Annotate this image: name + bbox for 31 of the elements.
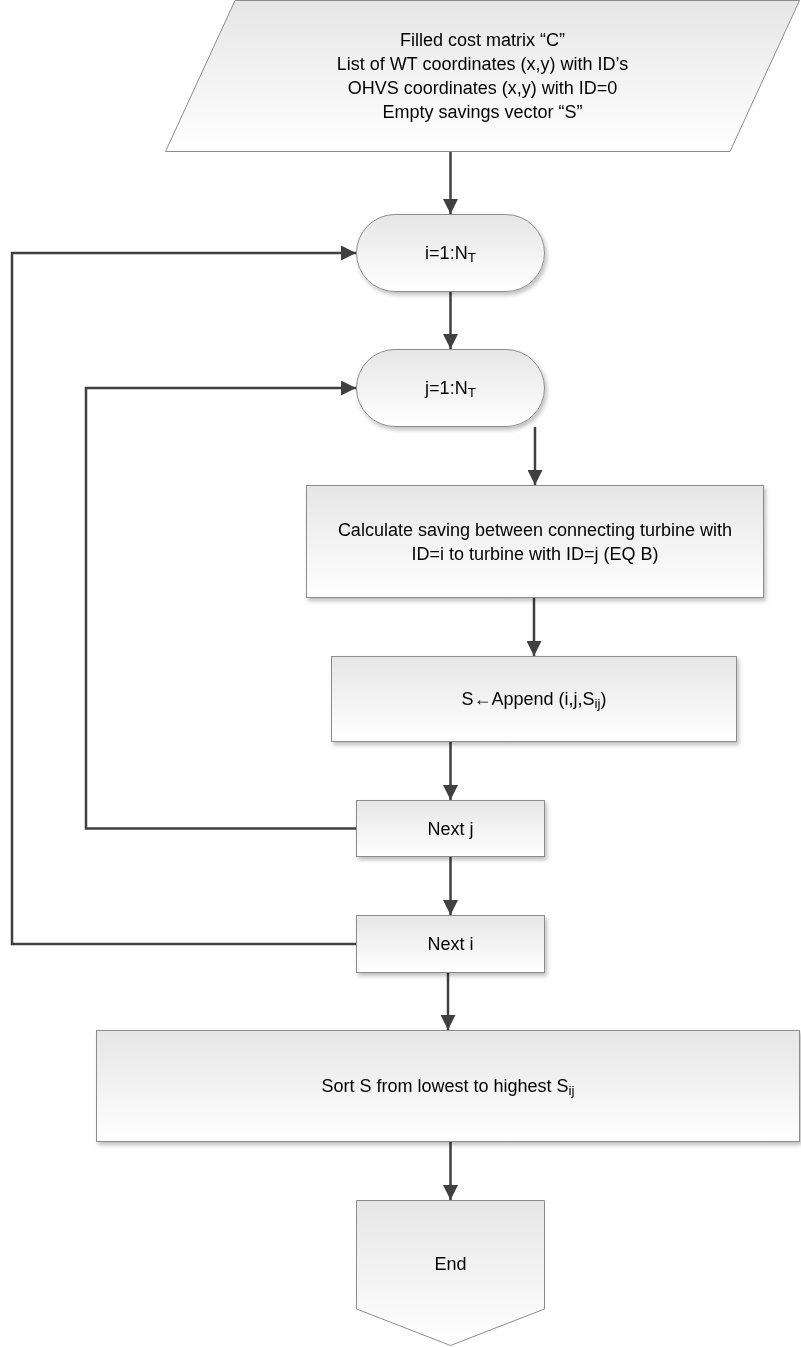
node-text: OHVS coordinates (x,y) with ID=0 bbox=[347, 77, 618, 100]
arrow bbox=[443, 1142, 458, 1200]
node-text: End bbox=[434, 1253, 467, 1276]
arrow bbox=[10, 245, 356, 946]
process-box bbox=[356, 915, 545, 973]
end-connector bbox=[356, 1200, 545, 1346]
arrow bbox=[443, 152, 458, 214]
input-parallelogram bbox=[165, 0, 800, 152]
arrow bbox=[84, 380, 356, 830]
node-text: Calculate saving between connecting turbine with ID=i to turbine with ID=j (EQ B) bbox=[336, 518, 734, 566]
arrow bbox=[440, 973, 456, 1030]
process-box bbox=[331, 656, 737, 742]
node-text: S←Append (i,j,S$_{ij}$) bbox=[461, 688, 607, 711]
arrow bbox=[527, 427, 543, 485]
node-text: Next i bbox=[427, 933, 474, 956]
process-box bbox=[96, 1030, 800, 1142]
loop-start-terminator bbox=[356, 349, 545, 427]
arrow bbox=[443, 292, 458, 349]
node-text: j=1:N$_{T}$ bbox=[425, 377, 476, 400]
node-text: Empty savings vector “S” bbox=[382, 101, 583, 124]
loop-start-terminator bbox=[356, 214, 545, 292]
arrow bbox=[443, 742, 458, 800]
process-box bbox=[306, 485, 764, 598]
arrow bbox=[443, 857, 458, 915]
node-text: i=1:N$_{T}$ bbox=[425, 242, 476, 265]
node-text: Sort S from lowest to highest S$_{ij}$ bbox=[321, 1075, 575, 1098]
node-text: List of WT coordinates (x,y) with ID’s bbox=[336, 53, 629, 76]
arrow bbox=[526, 598, 542, 656]
node-text: Filled cost matrix “C” bbox=[400, 29, 565, 52]
process-box bbox=[356, 800, 545, 857]
node-text: Next j bbox=[427, 817, 474, 841]
